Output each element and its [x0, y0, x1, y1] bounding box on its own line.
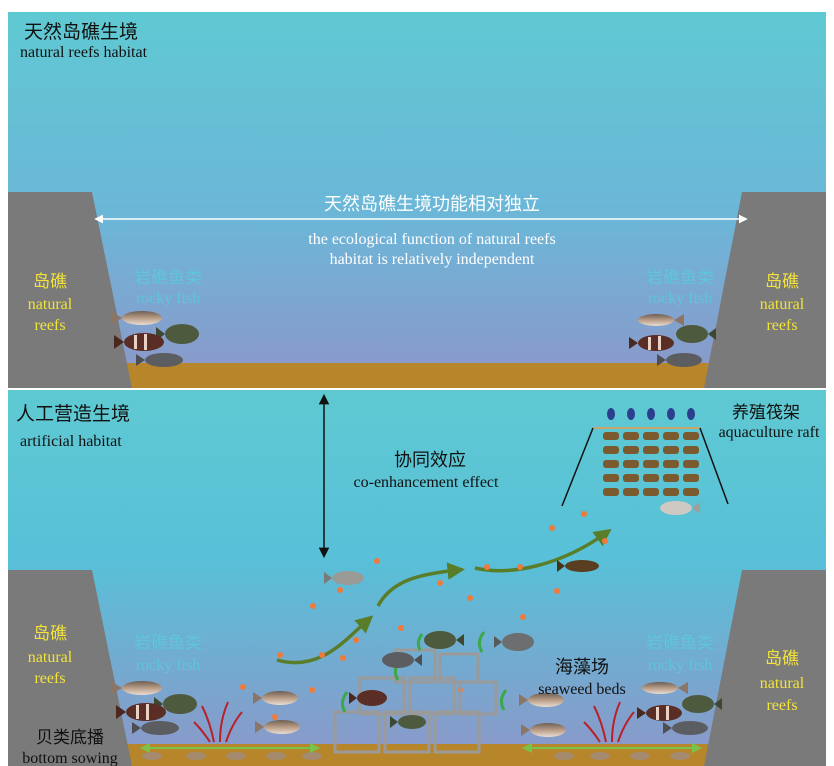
fish-icon	[112, 681, 162, 695]
sowing-cn: 贝类底播	[36, 728, 104, 747]
bottom-left-reef-en1: natural	[28, 649, 73, 666]
top-function-en-line1: the ecological function of natural reefs	[308, 231, 555, 248]
artificial-reef-cubes	[333, 648, 498, 754]
red-seaweed-right	[583, 701, 635, 743]
oyster-strings	[603, 432, 699, 496]
top-left-reef	[8, 192, 132, 388]
fish-icon	[676, 325, 716, 343]
sowing-en: bottom sowing	[22, 750, 118, 766]
top-right-reef-cn: 岛礁	[765, 272, 799, 291]
top-right-fish-en: rocky fish	[648, 290, 712, 307]
fish-icon	[349, 690, 387, 706]
raft-en: aquaculture raft	[719, 424, 820, 441]
top-title-cn: 天然岛礁生境	[24, 21, 138, 43]
bottom-right-reef	[704, 570, 826, 766]
fish-icon	[519, 693, 564, 707]
fish-icon	[629, 335, 674, 351]
seaweed-en: seaweed beds	[538, 681, 626, 698]
top-function-en-line2: habitat is relatively independent	[330, 251, 535, 268]
bottom-title-en: artificial habitat	[20, 433, 122, 450]
red-seaweed-left	[193, 701, 243, 743]
float-buoys	[607, 408, 695, 420]
top-left-reef-en1: natural	[28, 296, 73, 313]
top-right-reef	[704, 192, 826, 388]
fish-icon	[253, 691, 298, 705]
seaweed-cn: 海藻场	[555, 657, 609, 677]
bottom-panel: 人工营造生境 artificial habitat 协同效应 co-enhanc…	[8, 390, 826, 766]
fish-icon	[390, 715, 426, 729]
fish-icon	[494, 633, 534, 651]
fish-icon	[136, 353, 183, 367]
bottom-right-reef-en2: reefs	[766, 697, 797, 714]
top-left-reef-en2: reefs	[34, 317, 65, 334]
top-right-fish-cn: 岩礁鱼类	[646, 268, 714, 287]
bottom-left-fish-en: rocky fish	[136, 657, 200, 674]
top-title-en: natural reefs habitat	[20, 44, 148, 61]
fish-icon	[424, 631, 464, 649]
fish-icon	[642, 682, 688, 694]
fish-icon	[112, 311, 162, 325]
aquaculture-raft	[561, 408, 729, 507]
bottom-left-reef-cn: 岛礁	[33, 624, 67, 643]
fish-icon	[114, 333, 164, 351]
fish-icon	[682, 695, 722, 713]
fish-icon	[557, 560, 599, 572]
fish-icon	[663, 721, 708, 735]
bottom-right-reef-cn: 岛礁	[765, 649, 799, 668]
fish-icon	[660, 501, 700, 515]
shellfish-bed	[142, 752, 690, 760]
fish-icon	[638, 314, 684, 326]
top-right-fish-group	[629, 314, 716, 367]
bottom-right-fish-cn: 岩礁鱼类	[646, 633, 714, 652]
bottom-left-reef-en2: reefs	[34, 670, 65, 687]
synergy-en: co-enhancement effect	[354, 474, 500, 491]
bottom-right-reef-en1: natural	[760, 675, 805, 692]
fish-icon	[132, 721, 179, 735]
fish-icon	[521, 723, 566, 737]
top-panel: 天然岛礁生境 natural reefs habitat 天然岛礁生境功能相对独…	[8, 12, 826, 388]
bottom-right-fish-en: rocky fish	[648, 657, 712, 674]
fish-icon	[116, 703, 166, 721]
bottom-left-reef	[8, 570, 132, 766]
bottom-left-fish-cn: 岩礁鱼类	[134, 633, 202, 652]
fish-icon	[324, 571, 364, 585]
top-right-reef-en1: natural	[760, 296, 805, 313]
synergy-cn: 协同效应	[394, 450, 466, 470]
raft-cn: 养殖筏架	[732, 403, 800, 422]
top-function-cn: 天然岛礁生境功能相对独立	[324, 194, 540, 214]
fish-icon	[657, 353, 702, 367]
fish-icon	[637, 705, 682, 721]
fish-icon	[382, 652, 422, 668]
top-right-reef-en2: reefs	[766, 317, 797, 334]
top-left-fish-cn: 岩礁鱼类	[134, 268, 202, 287]
fish-icon	[255, 720, 300, 734]
bottom-title-cn: 人工营造生境	[16, 403, 130, 425]
top-left-reef-cn: 岛礁	[33, 272, 67, 291]
top-left-fish-en: rocky fish	[136, 290, 200, 307]
top-left-fish-group	[112, 311, 199, 367]
top-seabed	[120, 363, 710, 388]
bottom-fish	[112, 501, 722, 737]
